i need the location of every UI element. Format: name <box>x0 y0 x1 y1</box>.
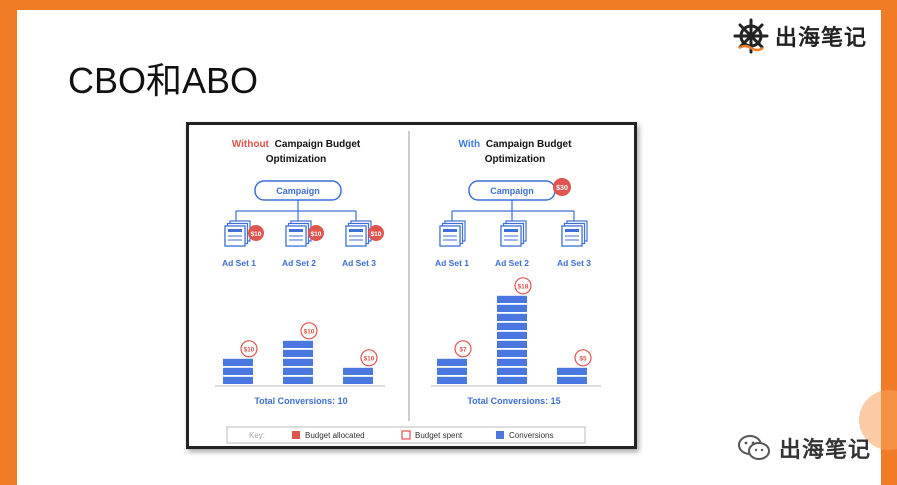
left-title-rest: Campaign Budget <box>275 139 361 150</box>
left-title-line1: Without Campaign Budget <box>232 139 361 150</box>
right-bar-3-spent-badge <box>574 349 592 367</box>
legend-allocated-label: Budget allocated <box>305 431 365 440</box>
left-adset-2-icon <box>285 220 312 247</box>
left-bar-1-spent-label: $10 <box>244 346 255 353</box>
right-campaign-budget-badge <box>553 178 571 196</box>
left-total-conversions: Total Conversions: 10 <box>254 396 347 406</box>
diagram-canvas: Without Campaign Budget Optimization Wit… <box>215 131 601 444</box>
legend-spent-label: Budget spent <box>415 431 463 440</box>
left-adset-3-budget: $10 <box>371 231 382 238</box>
left-bar-3-segment <box>343 376 373 384</box>
left-bar-2-spent-label: $10 <box>304 328 315 335</box>
left-adset-2-label: Ad Set 2 <box>282 258 316 268</box>
left-bar-3-segment <box>343 367 373 375</box>
left-bar-2-segment <box>283 340 313 348</box>
left-adset-3-budget-badge <box>368 225 384 241</box>
right-total-conversions: Total Conversions: 15 <box>467 396 560 406</box>
right-bar-2-segment <box>497 376 527 384</box>
legend-conversions-label: Conversions <box>509 431 553 440</box>
left-adset-1-budget-badge <box>248 225 264 241</box>
legend-allocated-swatch <box>292 431 300 439</box>
wechat-watermark-text: 出海笔记 <box>779 437 872 462</box>
slide-title: CBO和ABO <box>68 60 259 101</box>
left-adset-1-icon <box>224 220 251 247</box>
right-campaign-label: Campaign <box>490 186 534 196</box>
right-bar-1-segment <box>437 367 467 375</box>
right-bar-3-segment <box>557 367 587 375</box>
left-adset-2-budget: $10 <box>311 231 322 238</box>
right-bar-2-segment <box>497 349 527 357</box>
left-bar-3-spent-badge <box>360 349 378 367</box>
right-bar-1-spent-badge <box>454 340 472 358</box>
right-tree-lines <box>451 200 575 223</box>
left-adset-1-label: Ad Set 1 <box>222 258 256 268</box>
right-adset-3-label: Ad Set 3 <box>557 258 591 268</box>
right-bar-2-segment <box>497 367 527 375</box>
right-bar-3-spent-label: $5 <box>579 355 587 362</box>
left-adset-3-label: Ad Set 3 <box>342 258 376 268</box>
right-bar-2-segment <box>497 358 527 366</box>
cbo-abo-diagram: Without Campaign Budget Optimization Wit… <box>186 122 637 449</box>
right-adset-1-icon <box>439 220 466 247</box>
right-adset-3-icon <box>561 220 588 247</box>
right-bar-2-segment <box>497 322 527 330</box>
right-bar-2-spent-badge <box>514 277 532 295</box>
brand-logo: 出海笔记 <box>733 14 883 58</box>
legend-key-label: Key: <box>249 431 265 440</box>
left-title-line2: Optimization <box>266 154 327 165</box>
legend-conversions-swatch <box>496 431 504 439</box>
left-adset-3-icon <box>345 220 372 247</box>
left-bar-1-spent-badge <box>240 340 258 358</box>
wechat-icon <box>738 435 770 460</box>
right-bar-2-segment <box>497 340 527 348</box>
wechat-watermark: 出海笔记 <box>737 432 871 464</box>
left-bar-1-segment <box>223 358 253 366</box>
left-bar-2-segment <box>283 349 313 357</box>
left-bar-2-segment <box>283 367 313 375</box>
right-bar-3-segment <box>557 376 587 384</box>
left-adset-1-budget: $10 <box>251 231 262 238</box>
right-bar-1-segment <box>437 376 467 384</box>
right-bar-2-spent-label: $18 <box>518 283 529 290</box>
right-adset-2-label: Ad Set 2 <box>495 258 529 268</box>
ship-wheel-icon <box>733 18 769 54</box>
left-bar-1-segment <box>223 367 253 375</box>
right-bar-2-segment <box>497 331 527 339</box>
right-title-emphasis: With <box>459 139 481 150</box>
right-title-line1: With Campaign Budget <box>459 139 573 150</box>
left-title-emphasis: Without <box>232 139 270 150</box>
right-campaign-budget: $30 <box>556 185 568 192</box>
left-bar-2-spent-badge <box>300 322 318 340</box>
left-bar-1-segment <box>223 376 253 384</box>
left-tree-lines <box>235 200 357 223</box>
left-bar-2-segment <box>283 358 313 366</box>
right-title-line2: Optimization <box>485 154 546 165</box>
right-bar-2-segment <box>497 295 527 303</box>
logo-text: 出海笔记 <box>775 25 868 51</box>
legend-spent-swatch <box>401 430 411 440</box>
left-bar-2-segment <box>283 376 313 384</box>
left-adset-2-budget-badge <box>308 225 324 241</box>
right-title-rest: Campaign Budget <box>486 139 572 150</box>
right-bar-2-segment <box>497 304 527 312</box>
left-bar-3-spent-label: $10 <box>364 355 375 362</box>
right-bar-1-spent-label: $7 <box>459 346 467 353</box>
right-bar-1-segment <box>437 358 467 366</box>
right-bar-2-segment <box>497 313 527 321</box>
left-campaign-label: Campaign <box>276 186 320 196</box>
right-adset-2-icon <box>500 220 527 247</box>
right-adset-1-label: Ad Set 1 <box>435 258 469 268</box>
